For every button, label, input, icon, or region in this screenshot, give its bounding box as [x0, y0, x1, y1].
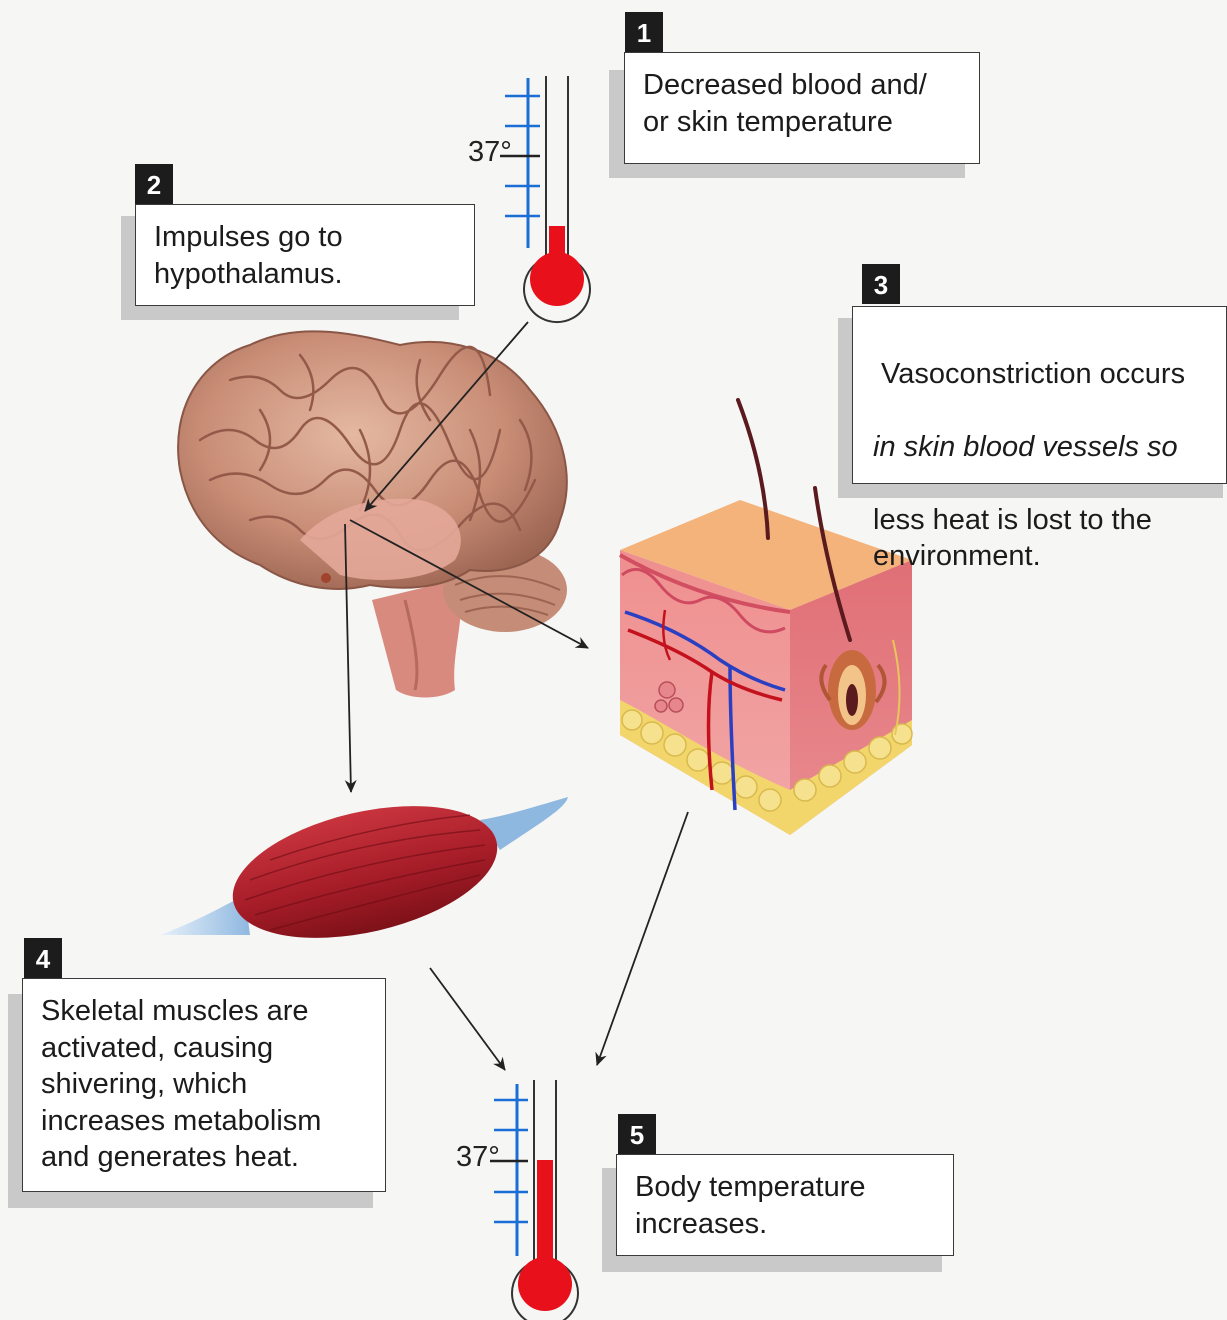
step-1-number: 1	[625, 12, 663, 52]
step-5-number: 5	[618, 1114, 656, 1154]
step-4-text: Skeletal muscles are activated, causing …	[22, 978, 386, 1192]
step-3-line-2: in skin blood vessels so	[873, 429, 1210, 466]
brain-illustration	[178, 331, 567, 697]
step-3-line-3: less heat is lost to the environment.	[873, 502, 1210, 575]
thermometer-top	[500, 76, 590, 322]
step-3-line-1: Vasoconstriction occurs	[873, 356, 1210, 393]
step-2-number: 2	[135, 164, 173, 204]
thermometer-top-label: 37°	[468, 136, 512, 169]
step-4-number: 4	[24, 938, 62, 978]
thermometer-bottom	[490, 1080, 578, 1320]
skeletal-muscle-illustration	[160, 783, 568, 961]
step-3-number: 3	[862, 264, 900, 304]
step-5-text: Body temperature increases.	[616, 1154, 954, 1256]
step-1-text: Decreased blood and/ or skin temperature	[624, 52, 980, 164]
step-3-text: Vasoconstriction occurs in skin blood ve…	[852, 306, 1227, 484]
step-2-text: Impulses go to hypothalamus.	[135, 204, 475, 306]
thermometer-bottom-label: 37°	[456, 1141, 500, 1174]
